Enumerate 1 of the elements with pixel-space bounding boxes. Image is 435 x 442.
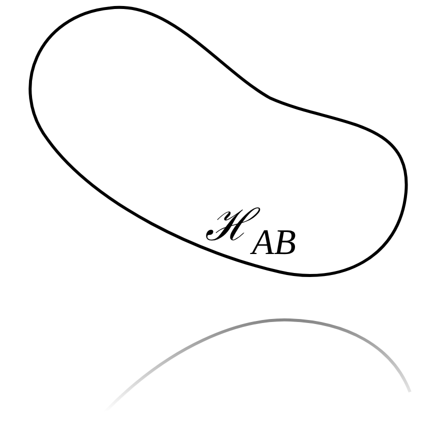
math-label: ℋ$_{AB}$	[205, 200, 296, 264]
